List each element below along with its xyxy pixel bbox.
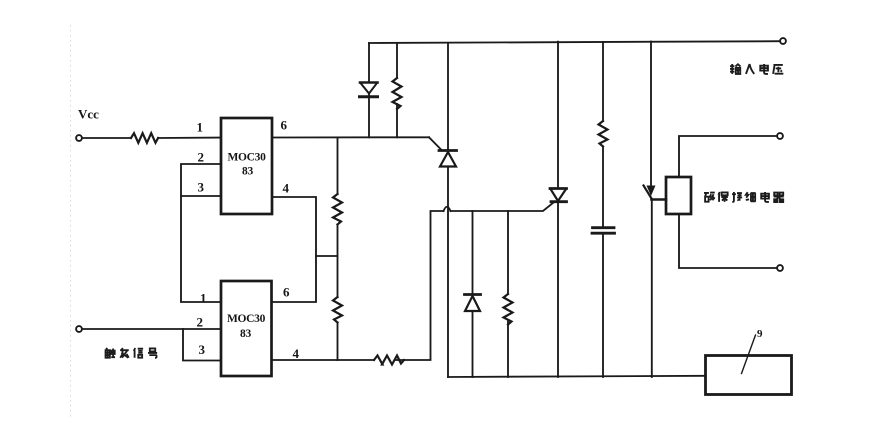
svg-text:1: 1	[197, 120, 204, 135]
svg-text:MOC30: MOC30	[227, 313, 266, 325]
svg-text:2: 2	[198, 150, 205, 165]
svg-text:MOC30: MOC30	[227, 152, 266, 164]
svg-text:6: 6	[281, 118, 288, 133]
svg-text:4: 4	[283, 181, 290, 196]
svg-text:Vcc: Vcc	[78, 107, 99, 122]
svg-text:6: 6	[283, 285, 290, 300]
svg-text:3: 3	[199, 342, 206, 357]
svg-text:9: 9	[757, 328, 763, 340]
svg-text:83: 83	[242, 166, 253, 178]
svg-text:3: 3	[198, 180, 205, 195]
svg-text:2: 2	[197, 315, 204, 330]
svg-text:1: 1	[200, 291, 207, 306]
svg-text:4: 4	[293, 346, 300, 361]
svg-text:83: 83	[240, 328, 251, 340]
